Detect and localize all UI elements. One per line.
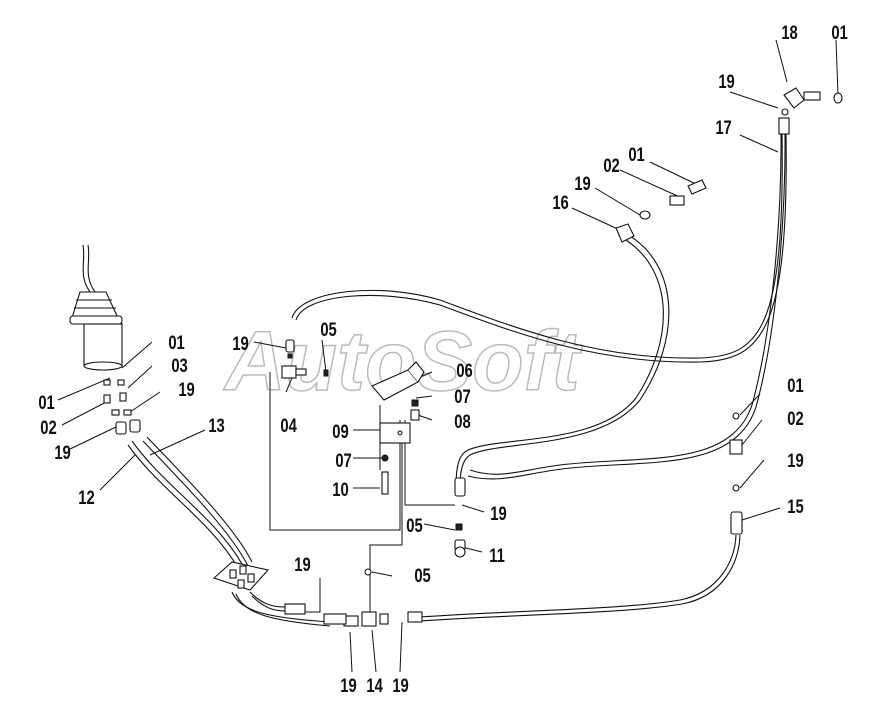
- callout-01: 01: [168, 332, 184, 353]
- pilot-valve-joystick: [69, 244, 141, 435]
- callout-labels: 18 01 19 17 01 02 19 16 01 03 19 01 02 1…: [38, 22, 847, 696]
- tee-14: [284, 568, 423, 627]
- callout-05: 05: [406, 515, 422, 536]
- callout-10: 10: [332, 479, 348, 500]
- callout-01: 01: [787, 375, 803, 396]
- fittings-top-right: [778, 87, 843, 135]
- callout-14: 14: [366, 675, 383, 696]
- block-09: [379, 422, 411, 495]
- callout-01: 01: [628, 144, 644, 165]
- callout-19: 19: [392, 675, 408, 696]
- callout-18: 18: [781, 22, 797, 43]
- callout-01: 01: [831, 22, 847, 43]
- callout-19: 19: [718, 71, 734, 92]
- callout-08: 08: [454, 411, 470, 432]
- fittings-mid-right: [615, 179, 707, 243]
- callout-17: 17: [715, 117, 731, 138]
- callout-01: 01: [38, 392, 54, 413]
- callout-02: 02: [603, 155, 619, 176]
- callout-11: 11: [489, 545, 505, 566]
- callout-19: 19: [54, 442, 70, 463]
- fitting-11: [454, 477, 466, 558]
- callout-07: 07: [454, 386, 470, 407]
- callout-05: 05: [320, 319, 336, 340]
- callout-03: 03: [171, 355, 187, 376]
- leader-lines: [57, 39, 839, 673]
- hose-17: [467, 131, 786, 480]
- fittings-right: [729, 412, 743, 535]
- callout-07: 07: [335, 450, 351, 471]
- bracket-06: [371, 361, 425, 421]
- manifold-plate: [212, 561, 270, 591]
- callout-13: 13: [208, 415, 224, 436]
- callout-05: 05: [414, 565, 430, 586]
- callout-15: 15: [787, 496, 803, 517]
- callout-06: 06: [456, 360, 472, 381]
- callout-09: 09: [332, 421, 348, 442]
- callout-02: 02: [787, 408, 803, 429]
- callout-02: 02: [40, 417, 56, 438]
- callout-19: 19: [232, 333, 248, 354]
- hose-12-13: [127, 436, 331, 627]
- hose-16: [291, 131, 787, 489]
- callout-04: 04: [280, 415, 297, 436]
- callout-12: 12: [78, 487, 94, 508]
- callout-16: 16: [552, 192, 568, 213]
- tee-04: [281, 339, 329, 379]
- callout-19: 19: [340, 675, 356, 696]
- callout-19: 19: [178, 379, 194, 400]
- callout-19: 19: [294, 554, 310, 575]
- callout-19: 19: [787, 450, 803, 471]
- watermark: AutoSoft: [223, 314, 583, 408]
- callout-19: 19: [574, 173, 590, 194]
- hose-15: [419, 534, 741, 622]
- callout-19: 19: [490, 503, 506, 524]
